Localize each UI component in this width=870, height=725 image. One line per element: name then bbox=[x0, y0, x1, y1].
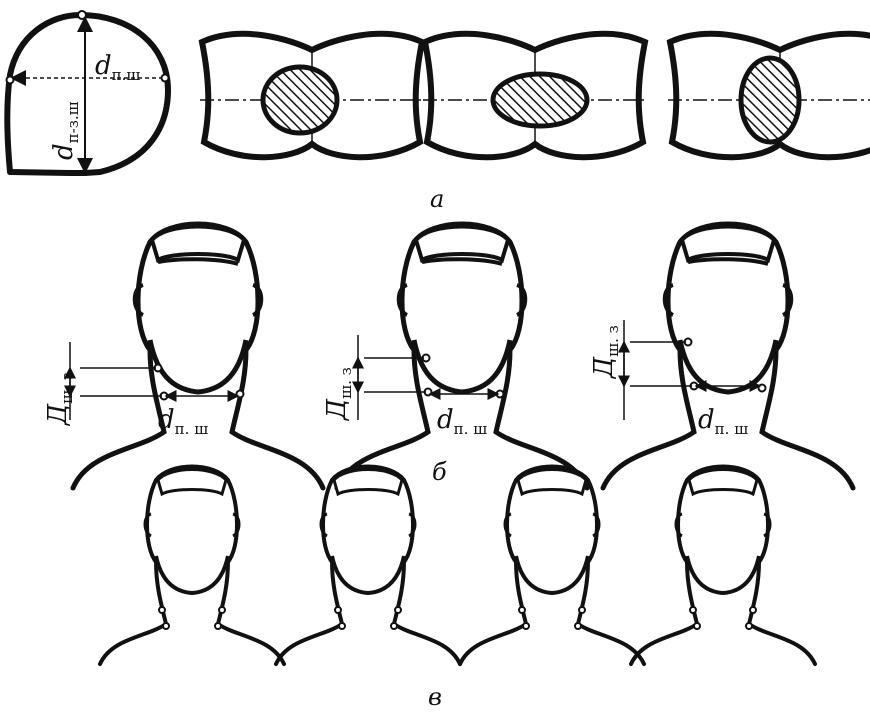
head-figure-b3 bbox=[603, 224, 853, 488]
hatched-section bbox=[263, 67, 337, 133]
neck-cross-section-2 bbox=[423, 34, 647, 157]
label-d-pw-3: dп. ш bbox=[698, 405, 748, 438]
label-d-pw-1: dп. ш bbox=[158, 405, 208, 438]
label-d-pw: dп.ш bbox=[95, 51, 140, 84]
label-D-shz-3: Дш. з bbox=[589, 325, 622, 379]
label-d-pw-2: dп. ш bbox=[437, 405, 487, 438]
caption-c: в bbox=[428, 683, 442, 711]
caption-a: а bbox=[430, 185, 444, 213]
panel-a: dп.ш dп-з.ш а bbox=[7, 11, 870, 213]
head-figure-c1 bbox=[100, 467, 284, 665]
hatched-section bbox=[741, 58, 799, 142]
head-top-view-outline bbox=[7, 15, 168, 173]
head-figure-b2 bbox=[337, 224, 587, 488]
point-right bbox=[162, 75, 169, 82]
head-figure-c2 bbox=[276, 467, 460, 665]
head-figure-b1 bbox=[70, 224, 323, 488]
panel-c: в bbox=[100, 467, 815, 712]
label-d-pzw: dп-з.ш bbox=[49, 101, 82, 160]
hatched-section bbox=[493, 74, 587, 126]
point-left bbox=[7, 77, 14, 84]
neck-cross-section-3 bbox=[668, 34, 870, 157]
neck-cross-section-1 bbox=[200, 34, 424, 157]
label-D-shz-1: Дш. з bbox=[43, 372, 76, 426]
label-D-shz-2: Дш. з bbox=[322, 367, 355, 421]
panel-b: Дш. з dп. ш Дш. з dп. ш bbox=[43, 224, 853, 488]
point-top bbox=[78, 11, 86, 19]
caption-b: б bbox=[432, 458, 447, 486]
head-figure-c3 bbox=[460, 467, 644, 665]
head-figure-c4 bbox=[631, 467, 815, 665]
